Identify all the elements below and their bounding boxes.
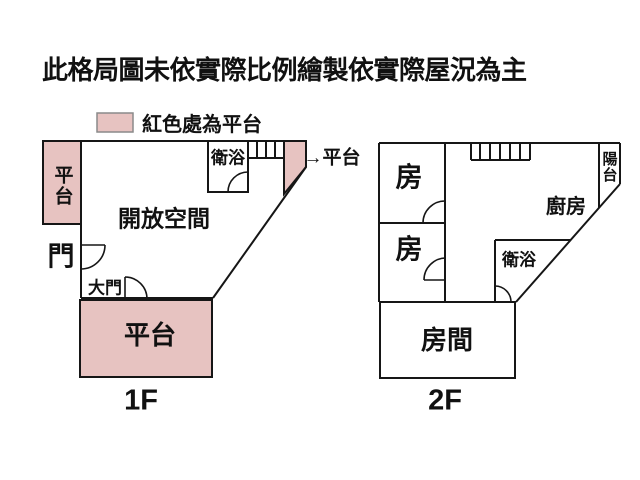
floor1-main-door-label: 大門 — [88, 278, 122, 298]
floor2-bedroom-walls — [379, 302, 516, 379]
floor2-balcony-label: 陽台 — [600, 151, 618, 183]
floor1-bathroom-label: 衛浴 — [211, 148, 245, 168]
floor1-plan — [42, 140, 307, 378]
legend-label: 紅色處為平台 — [142, 113, 262, 136]
floor2-bedroom-label: 房間 — [420, 325, 474, 355]
bathroom2-door-arc-icon — [494, 285, 512, 303]
floor2-stairs-icon — [470, 143, 531, 161]
floor2-bathroom-walls — [494, 239, 571, 302]
floor1-open-space-label: 開放空間 — [118, 205, 210, 232]
floor1-platform-bottom-label: 平台 — [123, 320, 177, 350]
floor1-outline — [43, 140, 307, 299]
platform-bottom-shape — [79, 299, 213, 378]
floor2-kitchen-label: 廚房 — [546, 196, 586, 218]
floor1-platform-left-label: 平台 — [51, 165, 73, 207]
floor2-plan — [378, 142, 621, 379]
room2-door-arc-icon — [423, 257, 447, 281]
legend-swatch-icon — [96, 111, 134, 133]
floor1-name-label: 1F — [124, 384, 158, 417]
floor1-stairs-icon — [248, 141, 284, 159]
floor1-door-label: 門 — [47, 241, 75, 272]
floor2-bathroom-label: 衛浴 — [502, 250, 536, 270]
floor2-name-label: 2F — [428, 384, 462, 417]
floor1-platform-arrow-label: →平台 — [303, 147, 361, 169]
room1-door-arc-icon — [422, 200, 446, 224]
platform-color-swatch — [96, 111, 134, 133]
main-door-arc-icon — [124, 276, 148, 300]
floor2-room-walls — [379, 143, 446, 302]
legend: 紅色處為平台 — [96, 108, 262, 136]
bathroom1-door-arc-icon — [227, 171, 249, 193]
side-door-arc-icon — [80, 244, 106, 270]
floor2-room2-label: 房 — [395, 234, 423, 265]
page-title: 此格局圖未依實際比例繪製依實際屋況為主 — [42, 55, 527, 85]
floor2-room1-label: 房 — [395, 162, 423, 193]
